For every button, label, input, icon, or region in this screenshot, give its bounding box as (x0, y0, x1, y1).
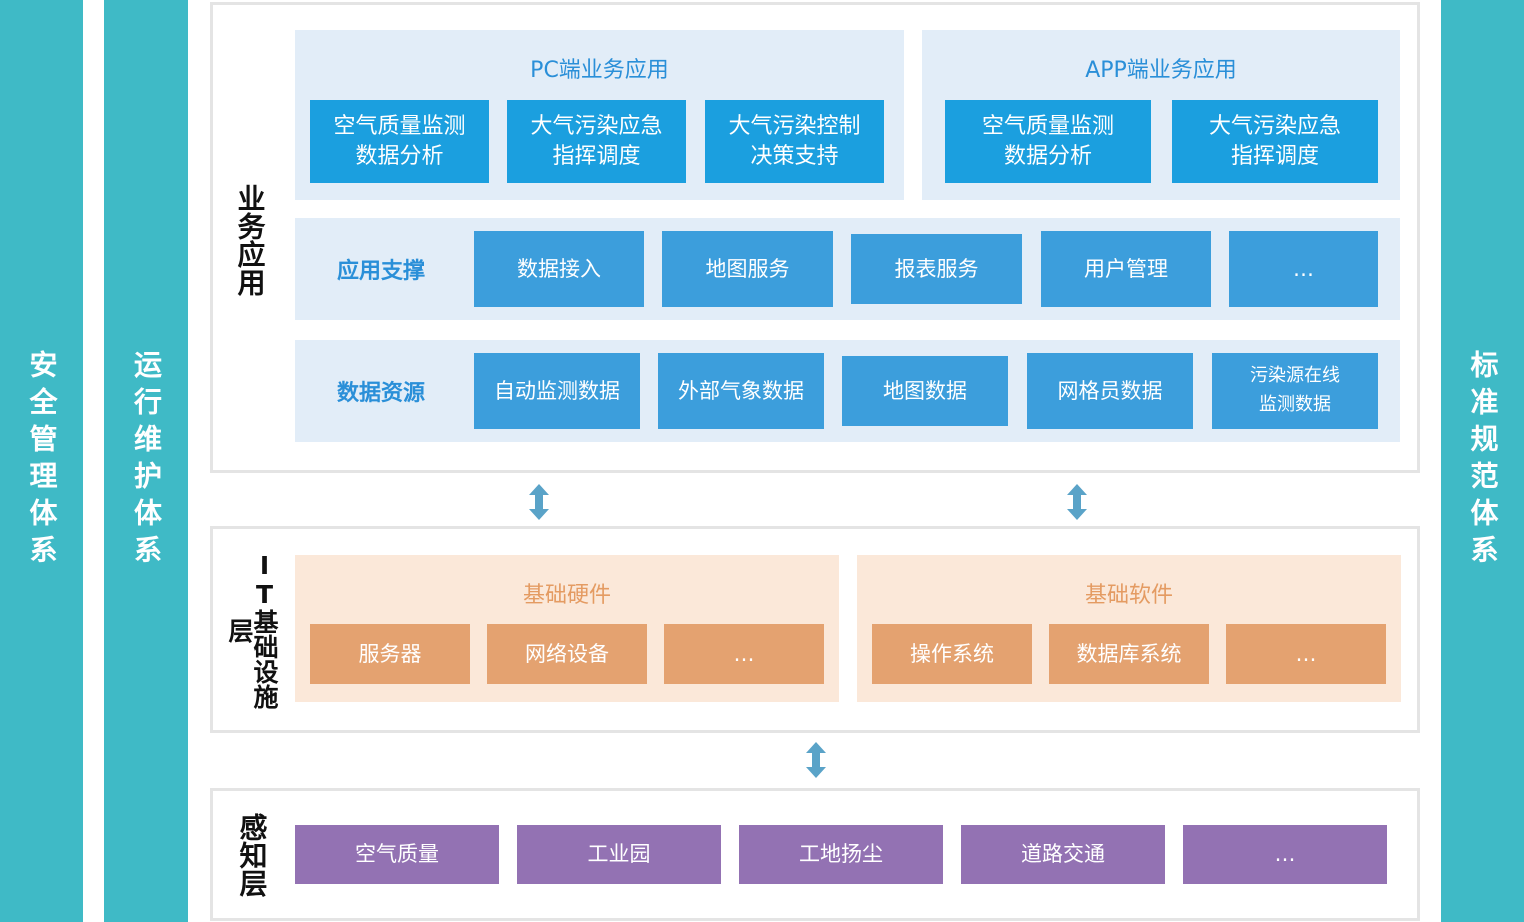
pc-business-panel: PC端业务应用 空气质量监测数据分析 大气污染应急指挥调度 大气污染控制决策支持 (295, 30, 904, 200)
hardware-item: 服务器 (310, 624, 470, 684)
sensing-item: 工业园 (517, 825, 721, 884)
sensing-item: 道路交通 (961, 825, 1165, 884)
data-item-pollution-source: 污染源在线监测数据 (1212, 353, 1378, 429)
pc-control-decision: 大气污染控制决策支持 (705, 100, 884, 183)
standard-norm-pillar: 标准规范体系 (1441, 0, 1524, 922)
it-layer-label: IT基础设施层 (225, 551, 279, 709)
app-support-row: 应用支撑 数据接入 地图服务 报表服务 用户管理 … (295, 218, 1400, 320)
pc-emergency-dispatch: 大气污染应急指挥调度 (507, 100, 686, 183)
data-item: 自动监测数据 (474, 353, 640, 429)
pc-air-quality-analysis: 空气质量监测数据分析 (310, 100, 489, 183)
business-layer-label: 业务应用 (233, 184, 267, 296)
support-item: 用户管理 (1041, 231, 1211, 307)
operation-maintenance-pillar: 运行维护体系 (104, 0, 188, 922)
hardware-panel-title: 基础硬件 (522, 583, 611, 608)
pillar-label: 运行维护体系 (130, 350, 163, 572)
support-item: … (1229, 231, 1378, 307)
support-item: 报表服务 (851, 234, 1022, 304)
data-item: 地图数据 (842, 356, 1008, 426)
double-arrow-icon (806, 742, 826, 778)
app-business-panel: APP端业务应用 空气质量监测数据分析 大气污染应急指挥调度 (922, 30, 1400, 200)
pillar-label: 标准规范体系 (1466, 350, 1500, 572)
app-air-quality-analysis: 空气质量监测数据分析 (945, 100, 1151, 183)
app-support-label: 应用支撑 (336, 259, 425, 284)
support-item: 数据接入 (474, 231, 644, 307)
double-arrow-icon (1067, 484, 1087, 520)
data-resources-label: 数据资源 (336, 381, 425, 406)
data-item: 网格员数据 (1027, 353, 1193, 429)
app-emergency-dispatch: 大气污染应急指挥调度 (1172, 100, 1378, 183)
hardware-panel: 基础硬件 服务器 网络设备 … (295, 555, 839, 702)
sensing-item: 工地扬尘 (739, 825, 943, 884)
sensing-item: 空气质量 (295, 825, 499, 884)
software-panel-title: 基础软件 (1084, 583, 1173, 608)
hardware-item: … (664, 624, 824, 684)
security-management-pillar: 安全管理体系 (0, 0, 83, 922)
software-item: … (1226, 624, 1386, 684)
pillar-label: 安全管理体系 (25, 350, 59, 572)
software-item: 数据库系统 (1049, 624, 1209, 684)
support-item: 地图服务 (662, 231, 833, 307)
sensing-layer-label: 感知层 (235, 813, 269, 897)
data-item: 外部气象数据 (658, 353, 824, 429)
app-panel-title: APP端业务应用 (1085, 58, 1237, 83)
data-resources-row: 数据资源 自动监测数据 外部气象数据 地图数据 网格员数据 污染源在线监测数据 (295, 340, 1400, 442)
double-arrow-icon (529, 484, 549, 520)
software-item: 操作系统 (872, 624, 1032, 684)
sensing-item: … (1183, 825, 1387, 884)
software-panel: 基础软件 操作系统 数据库系统 … (857, 555, 1401, 702)
pc-panel-title: PC端业务应用 (530, 58, 669, 83)
hardware-item: 网络设备 (487, 624, 647, 684)
